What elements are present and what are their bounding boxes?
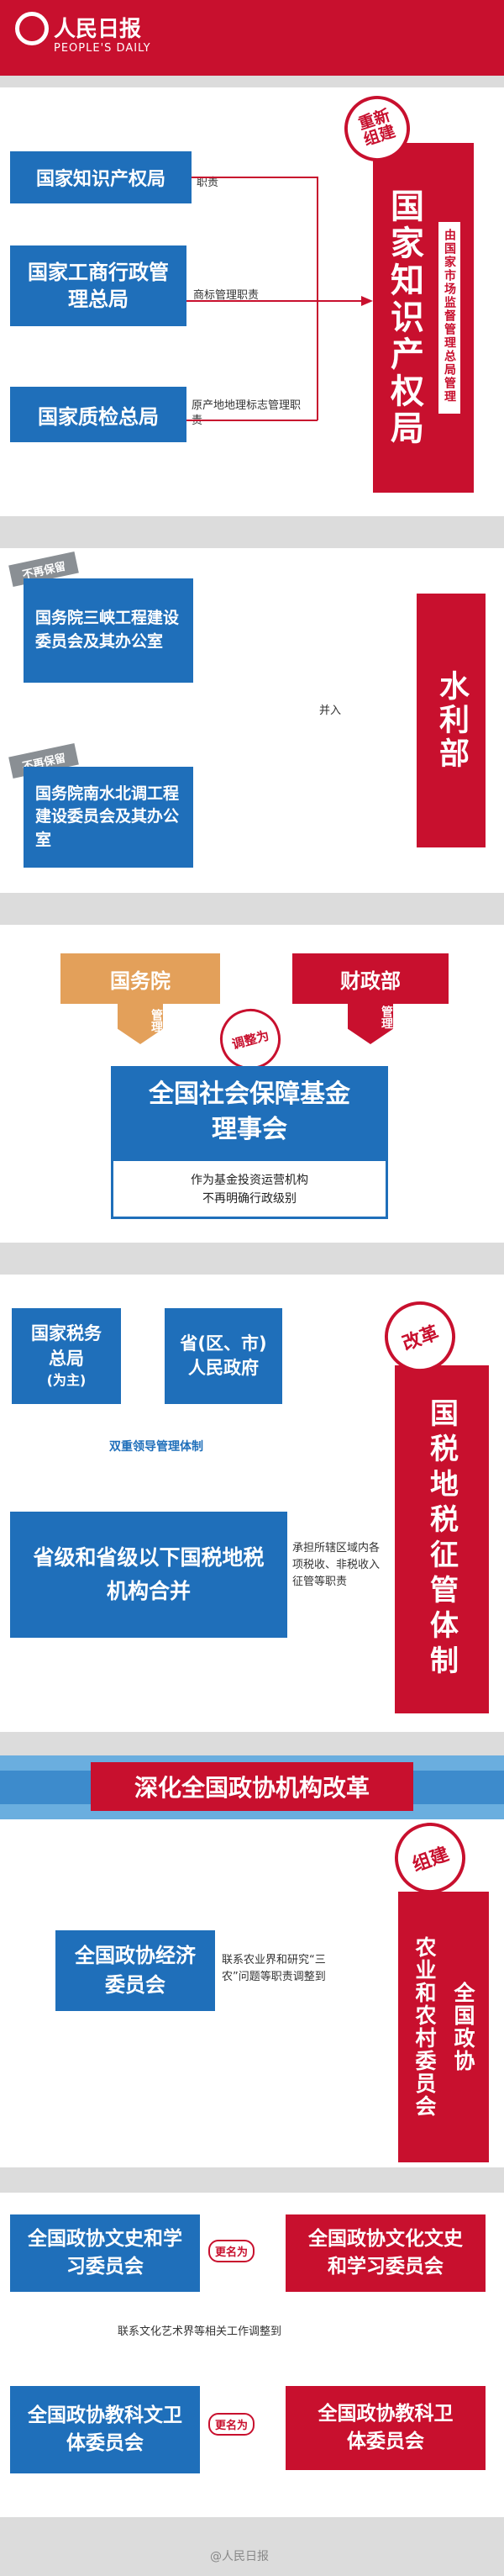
social-fund-sub2: 不再明确行政级别 — [202, 1192, 297, 1206]
footer-band — [0, 2517, 504, 2576]
src-three-gorges: 国务院三峡工程建设委员会及其办公室 — [24, 578, 193, 683]
merged-tax-box: 省级和省级以下国税地税机构合并 — [10, 1512, 287, 1638]
src-ip-office: 国家知识产权局 — [10, 151, 192, 203]
logo-text: 人民日报 — [54, 17, 142, 42]
note-culture-arts: 联系文化艺术界等相关工作调整到 — [114, 2322, 286, 2338]
sat-title: 国家税务总局 — [31, 1323, 102, 1369]
cppcc-title: 深化全国政协机构改革 — [91, 1762, 413, 1811]
src-south-north: 国务院南水北调工程建设委员会及其办公室 — [24, 767, 193, 868]
logo-sub: PEOPLE'S DAILY — [54, 42, 151, 55]
note-duty: 职责 — [197, 177, 219, 189]
target-agri-a: 农业和农村委员会 — [412, 1936, 437, 2118]
rename-badge-2: 更名为 — [208, 2413, 255, 2436]
state-council-box: 国务院 — [60, 953, 220, 1004]
logo-at-icon — [15, 12, 49, 45]
finance-manage: 管理 — [380, 1006, 393, 1029]
note-trademark: 商标管理职责 — [193, 289, 260, 302]
band-4 — [0, 1243, 504, 1275]
band-1 — [0, 76, 504, 87]
target-agri-committee: 农业和农村委员会 全国政协 — [398, 1892, 489, 2162]
src-culture-history: 全国政协文史和学习委员会 — [10, 2214, 200, 2292]
social-fund-sub1: 作为基金投资运营机构 — [191, 1174, 308, 1187]
src-education: 全国政协教科文卫体委员会 — [10, 2386, 200, 2473]
band-5 — [0, 1732, 504, 1755]
header-bar — [0, 0, 504, 76]
note-tax-duty: 承担所辖区域内各项税收、非税收入征管等职责 — [292, 1542, 381, 1589]
target-agri-b: 全国政协 — [451, 1982, 475, 2072]
target-water-ministry-title: 水利部 — [434, 670, 469, 771]
dual-leadership-label: 双重领导管理体制 — [81, 1438, 232, 1454]
target-ip-office-sub-box: 由国家市场监督管理总局管理 — [438, 222, 460, 414]
dst-culture-history: 全国政协文化文史和学习委员会 — [286, 2214, 486, 2292]
social-fund-sub-box: 作为基金投资运营机构 不再明确行政级别 — [111, 1159, 388, 1219]
dst-education: 全国政协教科卫体委员会 — [286, 2386, 486, 2470]
footer-watermark: @人民日报 — [210, 2550, 269, 2563]
note-merge: 并入 — [319, 705, 342, 717]
target-ip-office-title: 国家知识产权局 — [385, 188, 423, 447]
sat-box: 国家税务总局 (为主) — [12, 1308, 121, 1404]
src-cppcc-economy: 全国政协经济委员会 — [55, 1930, 215, 2011]
target-ip-office-sub: 由国家市场监督管理总局管理 — [443, 229, 456, 404]
state-council-manage: 管理 — [150, 1009, 163, 1032]
band-3 — [0, 893, 504, 925]
target-water-ministry: 水利部 — [417, 594, 486, 847]
social-fund-council: 全国社会保障基金理事会 — [111, 1066, 388, 1159]
note-three-rural: 联系农业界和研究“三农”问题等职责调整到 — [222, 1954, 326, 1984]
src-aqsiq: 国家质检总局 — [10, 387, 186, 442]
src-saic: 国家工商行政管理总局 — [10, 245, 186, 326]
target-ip-office: 国家知识产权局 由国家市场监督管理总局管理 — [373, 143, 474, 493]
sat-sub: (为主) — [46, 1372, 87, 1389]
provincial-gov-box: 省(区、市)人民政府 — [165, 1308, 282, 1404]
target-tax-system-title: 国税地税征管体制 — [424, 1398, 459, 1681]
target-tax-system: 国税地税征管体制 — [395, 1365, 489, 1713]
rename-badge-1: 更名为 — [208, 2240, 255, 2262]
band-2 — [0, 516, 504, 548]
finance-ministry-box: 财政部 — [292, 953, 449, 1004]
band-6 — [0, 2167, 504, 2193]
